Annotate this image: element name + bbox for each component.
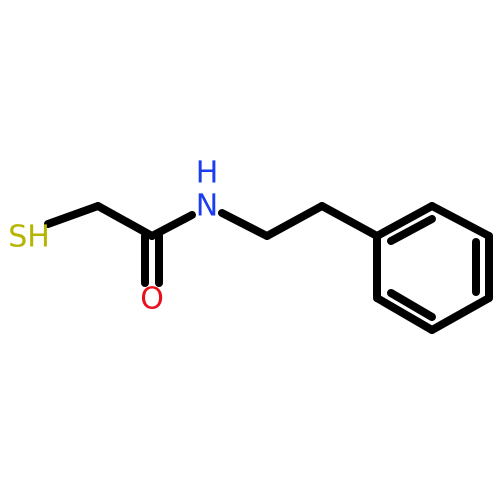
ring-bond-2: [428, 202, 493, 240]
ring-bond-5: [373, 294, 436, 334]
atom-labels: SH H N O: [8, 156, 218, 317]
bond-carbonyl-nitrogen: [148, 211, 196, 240]
ring-bond-4: [428, 294, 493, 334]
ring-inner-bond-1: [387, 215, 436, 245]
oxygen-label: O: [140, 282, 164, 317]
ring-bond-1: [373, 202, 436, 240]
nitrogen-label: N: [196, 189, 218, 224]
nitrogen-h-label: H: [196, 156, 219, 191]
bond-nitrogen-ch2: [218, 209, 271, 240]
bond-ch2-ch2: [263, 202, 326, 240]
sulfur-label: SH: [8, 220, 50, 255]
ring-inner-bond-3: [387, 289, 436, 321]
bond-ch2-carbonyl: [94, 202, 156, 240]
bond-s-ch2: [44, 202, 102, 228]
bonds: [44, 202, 493, 334]
bond-ch2-ring: [318, 202, 381, 240]
